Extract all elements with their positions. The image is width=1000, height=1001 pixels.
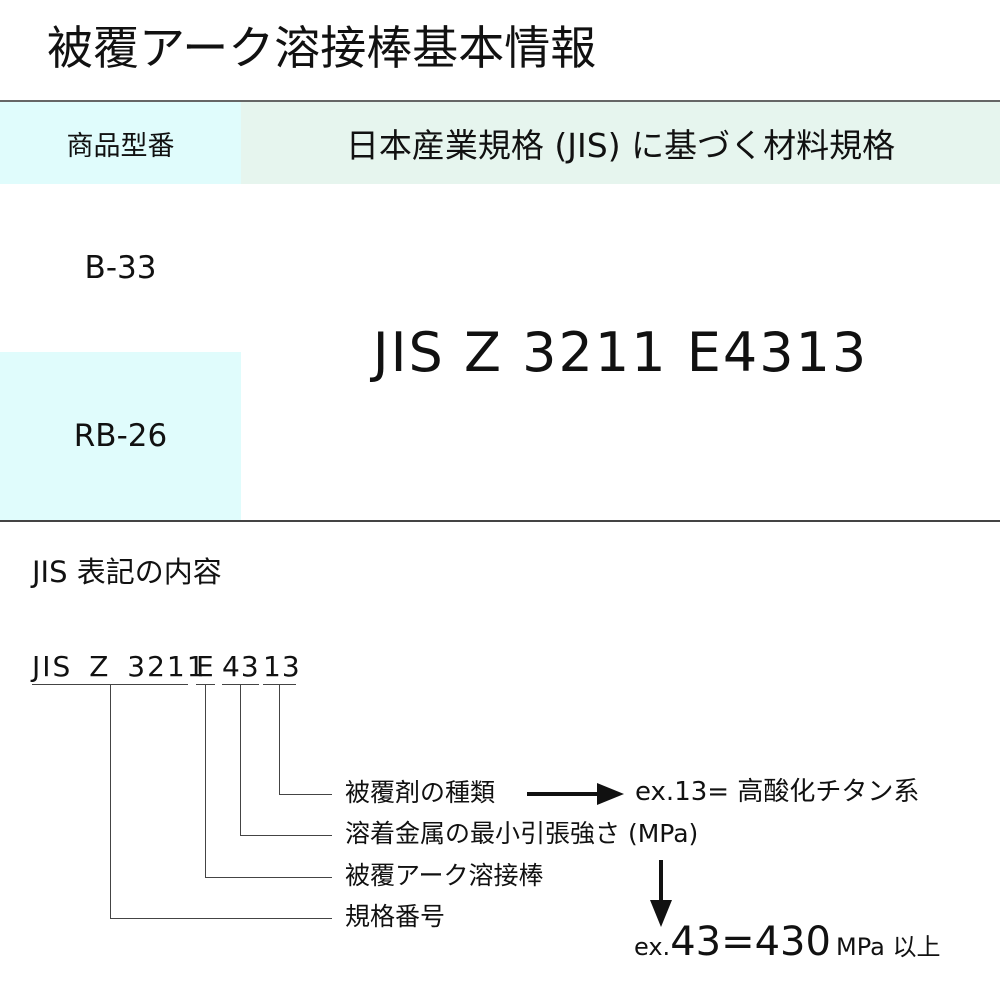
notation-coating: 13	[263, 650, 301, 683]
connector-coating-h	[279, 794, 332, 795]
example-strength-prefix: ex.	[634, 933, 671, 961]
notation-strength: 43	[222, 650, 260, 683]
table-row-model-2: RB-26	[0, 352, 241, 520]
connector-standard-v	[110, 684, 111, 918]
section-title: JIS 表記の内容	[32, 555, 222, 589]
table-row-model-1: B-33	[0, 184, 241, 352]
arrow-right-icon	[527, 783, 624, 805]
header-standard-label: 日本産業規格 (JIS) に基づく材料規格	[345, 126, 896, 165]
connector-type-h	[205, 877, 332, 878]
spec-value: JIS Z 3211 E4313	[372, 320, 869, 384]
header-model: 商品型番	[0, 102, 241, 184]
model-b33: B-33	[84, 250, 157, 286]
header-model-label: 商品型番	[66, 130, 175, 162]
connector-strength-v	[240, 684, 241, 835]
connector-type-v	[205, 684, 206, 877]
label-strength: 溶着金属の最小引張強さ (MPa)	[345, 819, 699, 848]
spec-cell: JIS Z 3211 E4313	[241, 184, 1000, 520]
label-standard: 規格番号	[345, 902, 446, 931]
notation-type: E	[196, 650, 214, 683]
example-strength-unit: MPa 以上	[836, 933, 941, 961]
model-rb26: RB-26	[73, 418, 168, 454]
connector-standard-h	[110, 918, 332, 919]
example-strength: ex.43=430 MPa 以上	[634, 920, 940, 972]
example-strength-value: 43=430	[670, 919, 831, 965]
table-top-border	[0, 100, 1000, 102]
arrow-down-icon	[650, 860, 672, 927]
notation-standard: JIS Z 3211	[32, 650, 207, 683]
label-coating: 被覆剤の種類	[345, 778, 496, 807]
example-coating: ex.13= 高酸化チタン系	[635, 777, 920, 807]
page-title: 被覆アーク溶接棒基本情報	[47, 21, 597, 75]
header-standard: 日本産業規格 (JIS) に基づく材料規格	[241, 102, 1000, 184]
label-type: 被覆アーク溶接棒	[345, 861, 544, 890]
connector-strength-h	[240, 835, 332, 836]
connector-coating-v	[279, 684, 280, 794]
table-bottom-border	[0, 520, 1000, 522]
